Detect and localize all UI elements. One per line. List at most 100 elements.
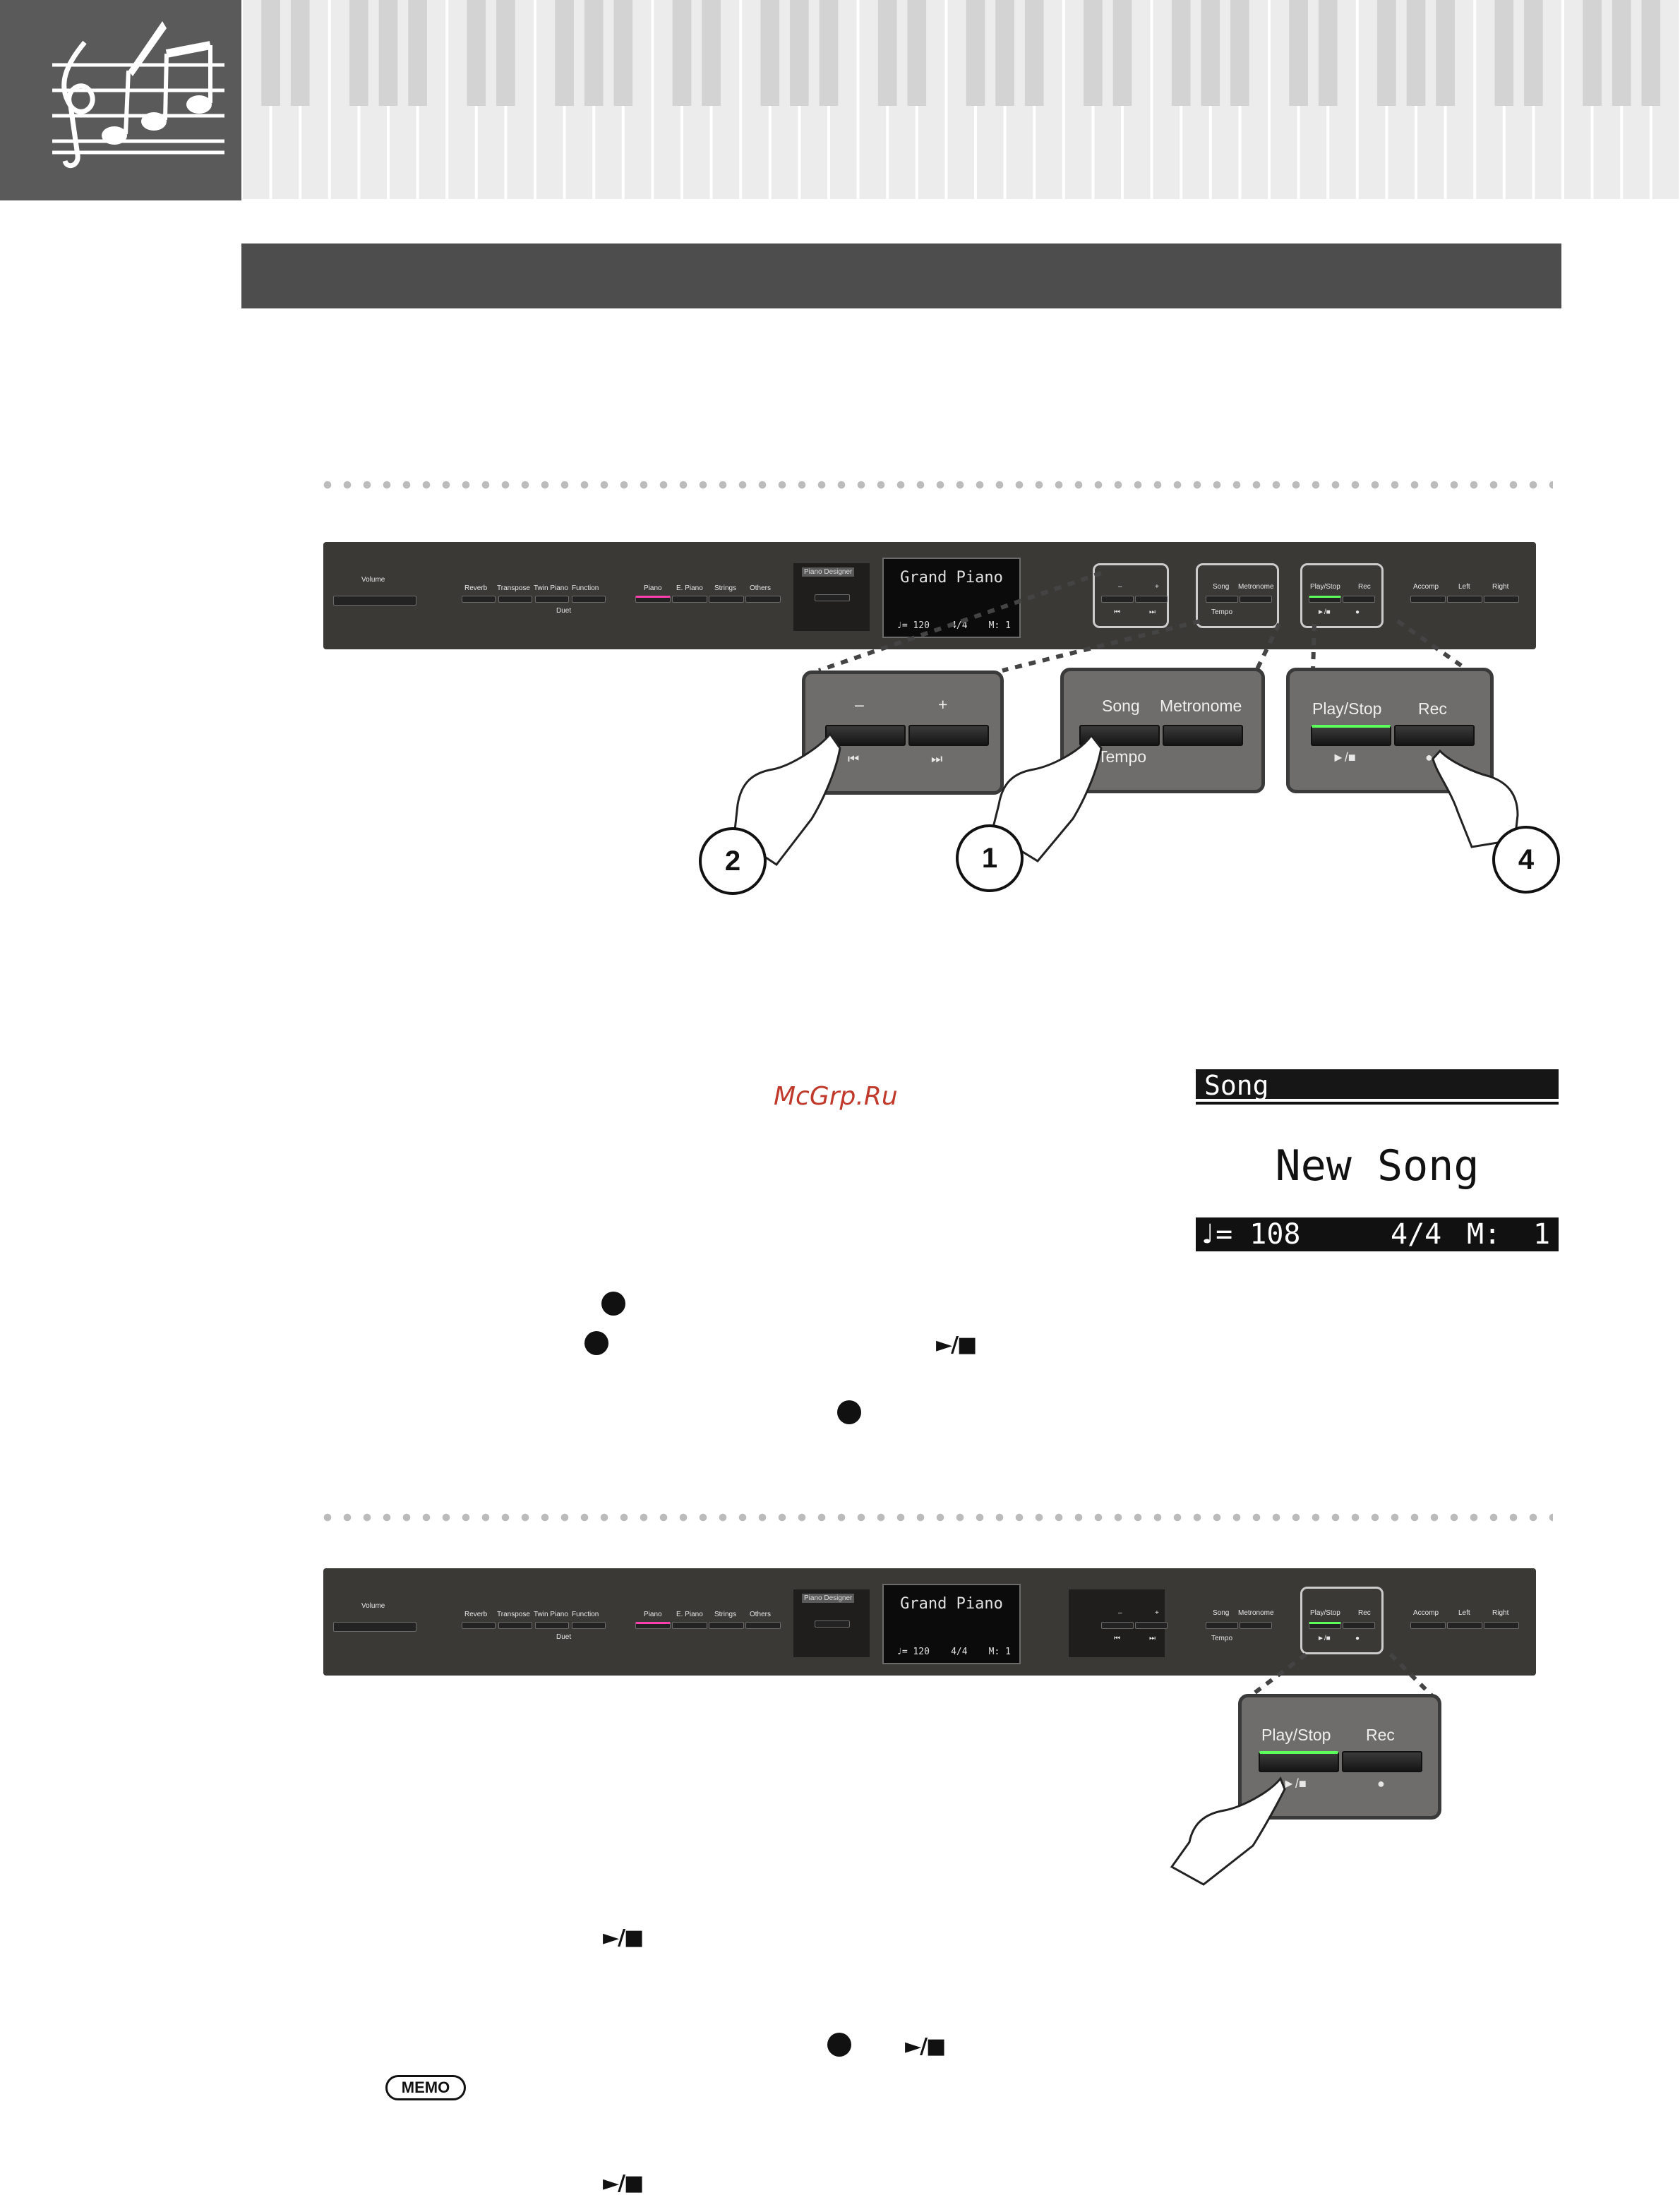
zoom-plus-button[interactable]	[908, 725, 989, 746]
zoom-rec-label: Rec	[1418, 699, 1447, 718]
zoom-rec-symbol: ●	[1425, 750, 1433, 764]
e-piano-button[interactable]	[672, 1622, 707, 1629]
black-key	[907, 0, 927, 106]
fast-forward-icon: ⏭	[1149, 1635, 1156, 1642]
accomp-button[interactable]	[1410, 1622, 1446, 1629]
e-piano-button[interactable]	[672, 596, 707, 603]
display-measure: M: 1	[988, 1647, 1011, 1657]
strings-button[interactable]	[709, 1622, 744, 1629]
song-display: Song New Song ♩= 108 4/4 M: 1	[1196, 1069, 1559, 1251]
black-key	[349, 0, 368, 106]
lcd-measure-label: M:	[1467, 1218, 1501, 1251]
reverb-button[interactable]	[462, 596, 496, 603]
black-key	[877, 0, 897, 106]
metronome-label: Metronome	[1238, 1609, 1274, 1617]
zoom-fast-forward-icon: ⏭	[931, 752, 943, 766]
minus-button[interactable]	[1101, 1622, 1134, 1629]
play-stop-icon: ►/■	[603, 1925, 644, 1950]
twin-piano-button[interactable]	[535, 596, 569, 603]
left-button[interactable]	[1447, 1622, 1482, 1629]
function-button[interactable]	[572, 596, 606, 603]
zoom-play-stop-button[interactable]	[1259, 1751, 1339, 1772]
rec-button[interactable]	[1343, 1622, 1375, 1629]
volume-slider[interactable]	[333, 1622, 416, 1632]
zoom-rec-label: Rec	[1366, 1726, 1395, 1744]
memo-badge: MEMO	[385, 2075, 466, 2100]
zoom-rewind-icon: ⏮	[848, 752, 860, 766]
accomp-button[interactable]	[1410, 596, 1446, 603]
function-button[interactable]	[572, 1622, 606, 1629]
rec-dot-icon	[601, 1292, 625, 1316]
left-label: Left	[1458, 583, 1470, 591]
transpose-button[interactable]	[498, 1622, 532, 1629]
metronome-label: Metronome	[1238, 583, 1274, 591]
song-button[interactable]	[1206, 596, 1238, 603]
metronome-button[interactable]	[1240, 596, 1272, 603]
function-label: Function	[572, 1611, 599, 1618]
right-button[interactable]	[1484, 1622, 1519, 1629]
others-button[interactable]	[745, 596, 781, 603]
zoom-minus-button[interactable]	[825, 725, 906, 746]
piano-button[interactable]	[635, 1622, 671, 1629]
plus-button[interactable]	[1135, 1622, 1168, 1629]
step-number: 2	[699, 827, 767, 895]
zoom-rec-button[interactable]	[1394, 725, 1475, 746]
black-key	[1406, 0, 1426, 106]
play-stop-button[interactable]	[1309, 1622, 1341, 1629]
rec-symbol: ●	[1355, 1635, 1360, 1642]
piano-control-panel: Volume Reverb Transpose Twin Piano Funct…	[323, 542, 1536, 649]
zoom-play-stop-symbol: ►/■	[1332, 750, 1356, 764]
strings-label: Strings	[714, 1611, 737, 1618]
section-title-bar	[241, 243, 1561, 308]
rec-dot-icon	[584, 1331, 608, 1355]
duet-label: Duet	[556, 607, 572, 615]
piano-designer-area: Piano Designer	[793, 563, 870, 631]
volume-slider[interactable]	[333, 596, 416, 606]
minus-label: –	[1118, 1609, 1122, 1617]
rewind-icon: ⏮	[1114, 608, 1120, 616]
black-key	[408, 0, 427, 106]
piano-designer-label: Piano Designer	[802, 567, 855, 577]
reverb-button[interactable]	[462, 1622, 496, 1629]
metronome-button[interactable]	[1240, 1622, 1272, 1629]
black-key	[496, 0, 515, 106]
rec-button[interactable]	[1343, 596, 1375, 603]
song-button[interactable]	[1206, 1622, 1238, 1629]
others-label: Others	[750, 1611, 772, 1618]
keyboard-banner	[241, 0, 1680, 200]
treble-clef-icon	[52, 21, 224, 169]
transpose-label: Transpose	[497, 584, 530, 592]
play-stop-button[interactable]	[1309, 596, 1341, 603]
black-key	[1612, 0, 1631, 106]
play-stop-symbol: ►/■	[1317, 1635, 1331, 1642]
zoom-rec-symbol: ●	[1377, 1776, 1385, 1791]
zoom-play-stop-button[interactable]	[1311, 725, 1391, 746]
piano-button[interactable]	[635, 596, 671, 603]
zoom-metronome-button[interactable]	[1163, 725, 1243, 746]
strings-button[interactable]	[709, 596, 744, 603]
minus-button[interactable]	[1101, 596, 1134, 603]
hand-pointer-icon	[1432, 749, 1519, 848]
plus-label: +	[1155, 1609, 1159, 1617]
black-key	[790, 0, 809, 106]
right-button[interactable]	[1484, 596, 1519, 603]
play-stop-icon: ►/■	[905, 2034, 946, 2059]
play-stop-icon: ►/■	[936, 1333, 977, 1357]
piano-designer-button[interactable]	[815, 1620, 850, 1628]
piano-designer-button[interactable]	[815, 594, 850, 601]
left-button[interactable]	[1447, 596, 1482, 603]
black-key	[1084, 0, 1103, 106]
twin-piano-button[interactable]	[535, 1622, 569, 1629]
step-number: 1	[956, 824, 1024, 892]
zoom-tempo-label: Tempo	[1098, 747, 1147, 766]
others-button[interactable]	[745, 1622, 781, 1629]
tempo-label: Tempo	[1211, 1635, 1233, 1642]
black-key	[261, 0, 280, 106]
zoom-rec-button[interactable]	[1342, 1751, 1422, 1772]
plus-button[interactable]	[1135, 596, 1168, 603]
transpose-button[interactable]	[498, 596, 532, 603]
volume-label: Volume	[361, 1602, 385, 1610]
play-stop-icon: ►/■	[603, 2171, 644, 2195]
black-key	[1112, 0, 1132, 106]
black-key	[613, 0, 633, 106]
